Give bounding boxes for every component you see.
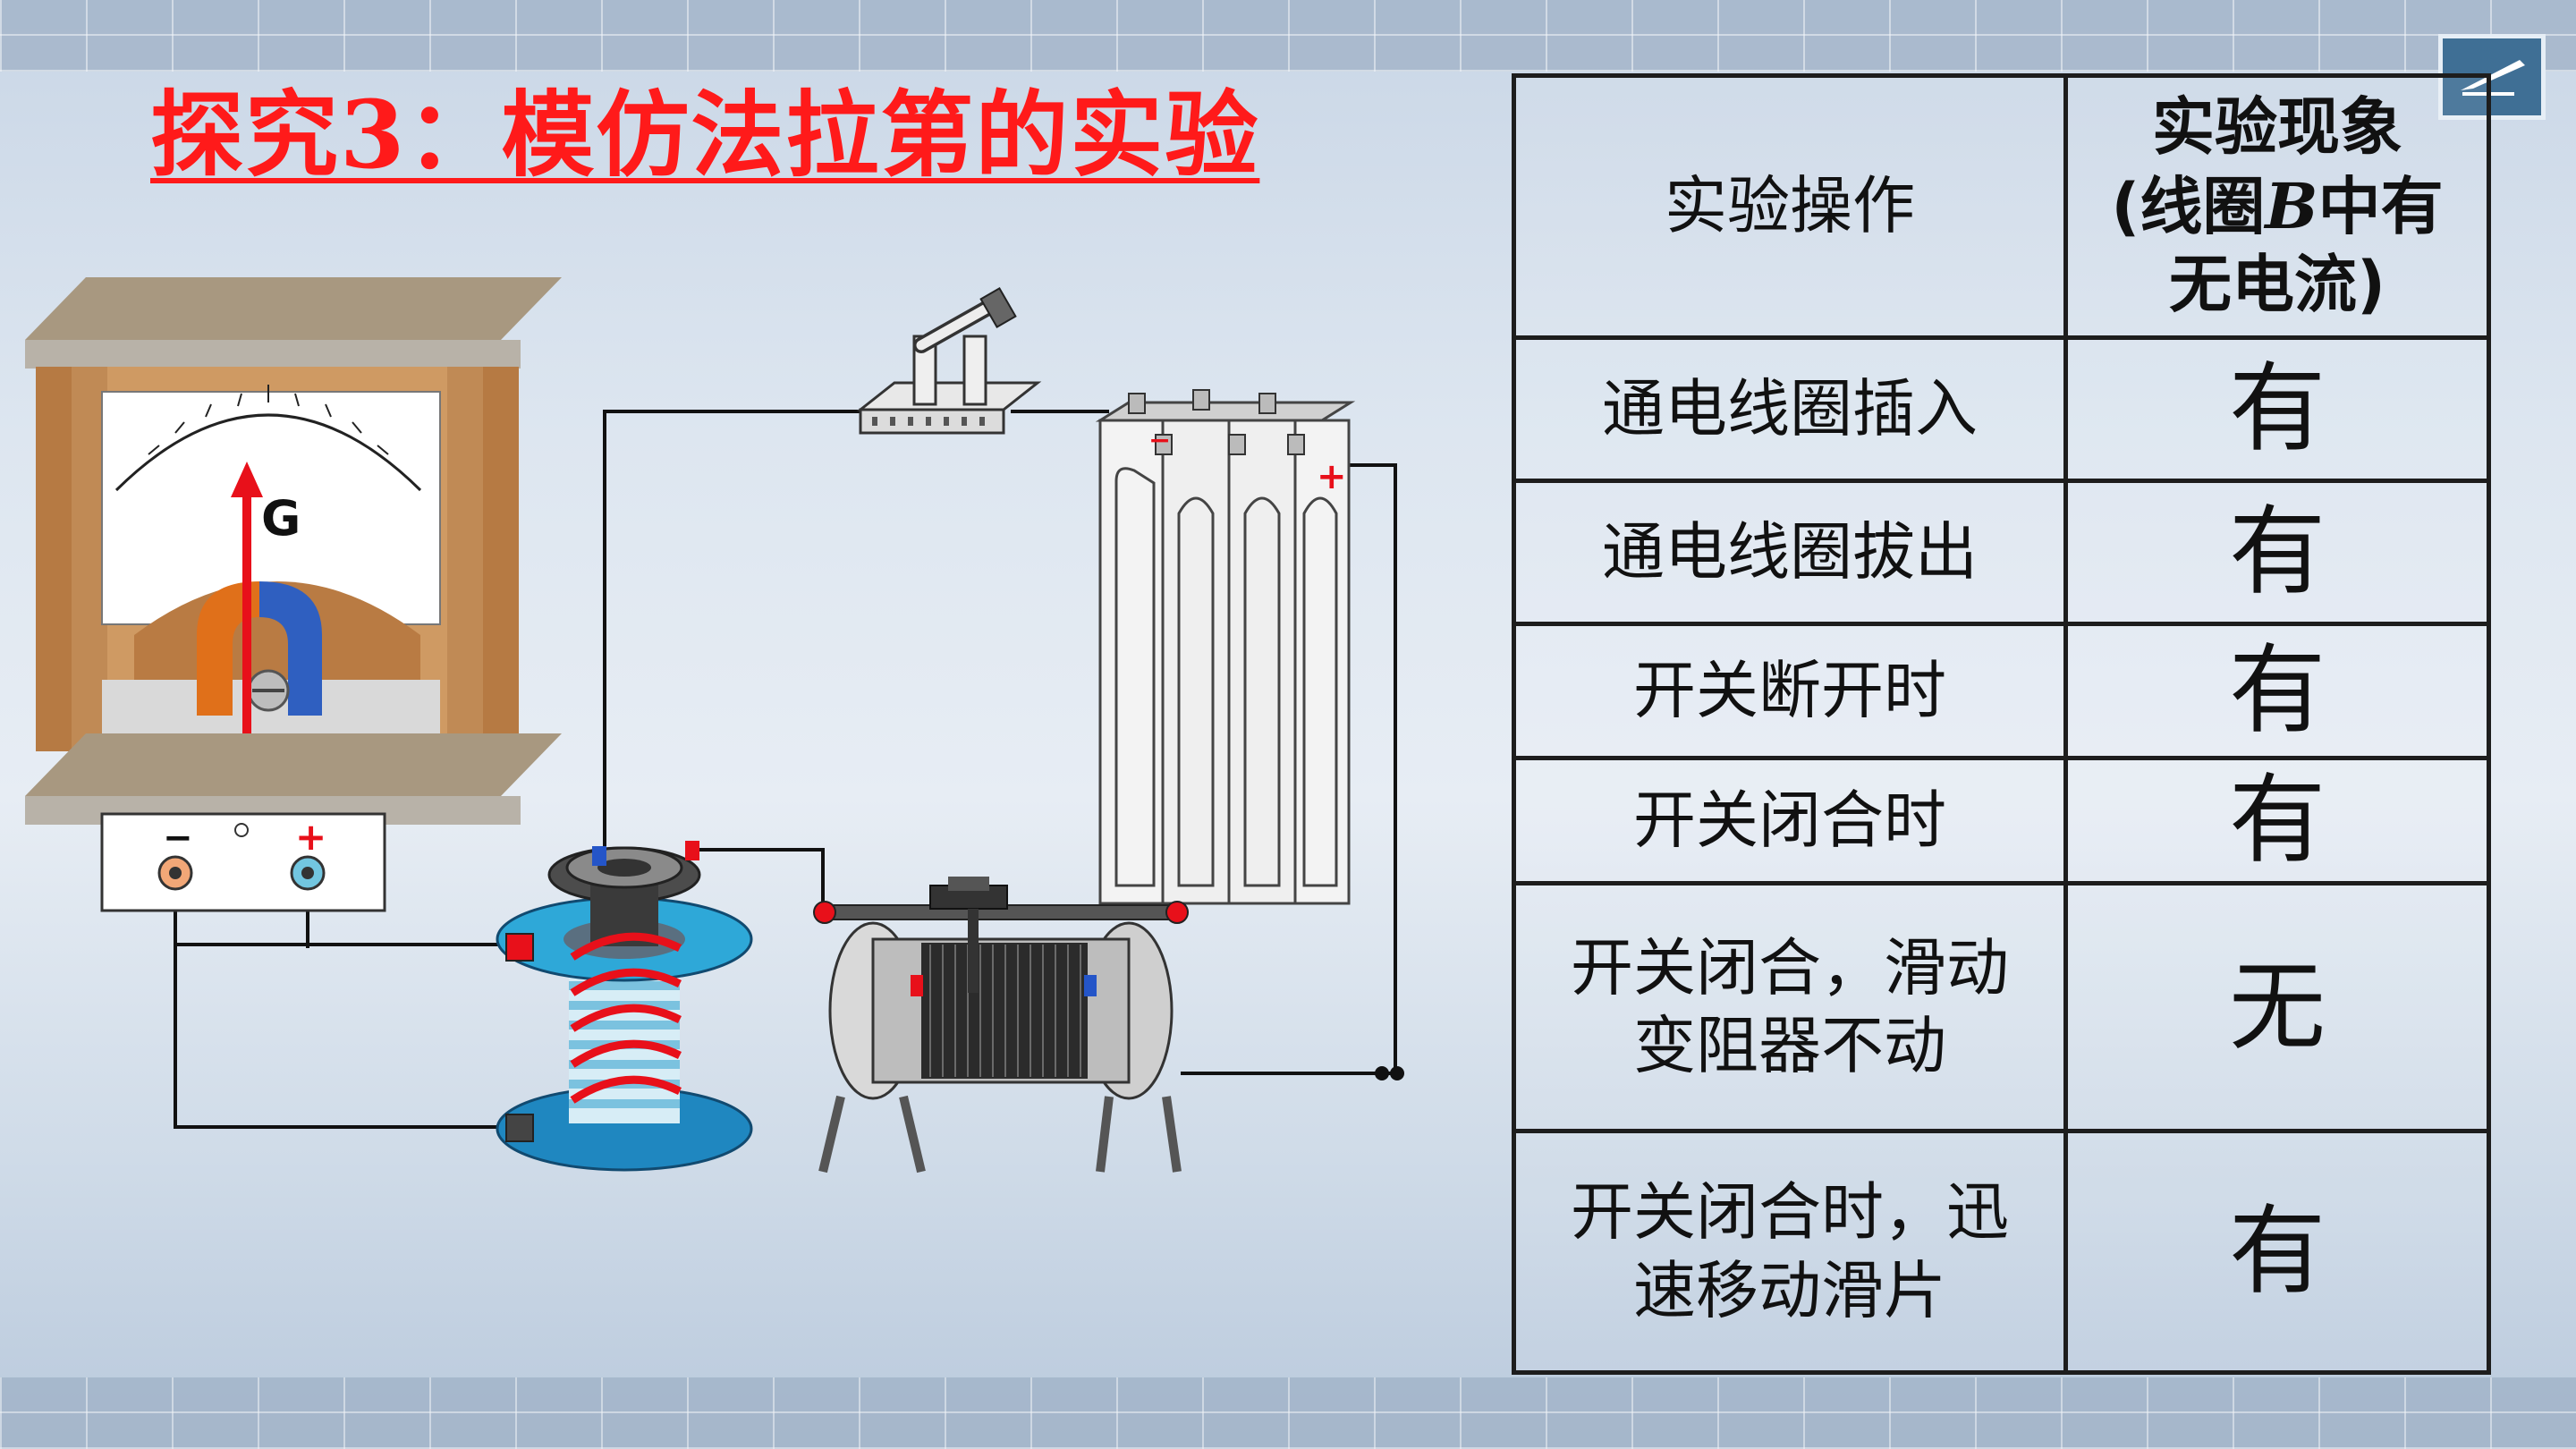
table-row: 开关闭合时，迅 速移动滑片 有	[1512, 1129, 2491, 1375]
table-row: 开关闭合，滑动 变阻器不动 无	[1512, 881, 2491, 1133]
experiment-results-table: 实验操作 实验现象 (线圈B中有 无电流) 通电线圈插入 有 通电线圈拔出 有 …	[1512, 73, 2491, 1375]
table-header-row: 实验操作 实验现象 (线圈B中有 无电流)	[1512, 73, 2491, 340]
row-phenomenon: 无	[2063, 881, 2491, 1133]
rheostat-slider[interactable]	[929, 877, 1008, 993]
row-operation-line2: 变阻器不动	[1633, 1009, 1946, 1082]
row-operation: 通电线圈插入	[1512, 335, 2068, 483]
battery-minus-label: −	[1148, 425, 1171, 456]
header-line2-prefix: (线圈	[2111, 169, 2266, 243]
galvanometer-label: G	[261, 490, 301, 547]
row-phenomenon: 有	[2063, 622, 2491, 760]
row-phenomenon: 有	[2063, 479, 2491, 626]
header-phenomenon-line1: 实验现象	[2152, 90, 2402, 165]
minus-terminal-label: −	[163, 818, 193, 859]
knife-switch[interactable]	[856, 287, 1042, 435]
header-operation: 实验操作	[1512, 73, 2068, 340]
battery-plus-label: +	[1317, 456, 1347, 497]
table-row: 通电线圈拔出 有	[1512, 479, 2491, 626]
galvanometer: G − +	[25, 277, 562, 912]
table-row: 通电线圈插入 有	[1512, 335, 2491, 483]
row-operation: 开关闭合，滑动 变阻器不动	[1512, 881, 2068, 1133]
coil-b	[496, 841, 753, 1172]
header-phenomenon-line2: (线圈B中有	[2068, 167, 2487, 247]
row-operation-line1: 开关闭合，滑动	[1571, 930, 2009, 1004]
bottom-brick-band	[0, 1377, 2576, 1449]
top-brick-band	[0, 0, 2576, 72]
table-row: 开关断开时 有	[1512, 622, 2491, 760]
row-phenomenon: 有	[2063, 1129, 2491, 1375]
battery-pack: − +	[1095, 389, 1356, 905]
header-phenomenon-line3: 无电流)	[2169, 248, 2385, 322]
header-phenomenon: 实验现象 (线圈B中有 无电流)	[2063, 73, 2491, 340]
header-line2-italic: B	[2265, 168, 2318, 243]
row-phenomenon: 有	[2063, 756, 2491, 886]
row-operation: 通电线圈拔出	[1512, 479, 2068, 626]
row-operation: 开关闭合时，迅 速移动滑片	[1512, 1129, 2068, 1375]
row-operation-line2: 速移动滑片	[1633, 1253, 1946, 1327]
row-phenomenon: 有	[2063, 335, 2491, 483]
experiment-apparatus: G − +	[0, 259, 1503, 1208]
page-title: 探究3：模仿法拉第的实验	[150, 80, 1260, 190]
header-line2-suffix: 中有	[2318, 169, 2444, 243]
plus-terminal-label: +	[295, 815, 326, 859]
row-operation-line1: 开关闭合时，迅	[1571, 1175, 2009, 1249]
apparatus-drawing: G − +	[25, 277, 1404, 1174]
sliding-rheostat[interactable]	[813, 877, 1189, 1174]
row-operation: 开关闭合时	[1512, 756, 2068, 886]
dial-ticks	[124, 385, 412, 482]
row-operation: 开关断开时	[1512, 622, 2068, 760]
table-row: 开关闭合时 有	[1512, 756, 2491, 886]
